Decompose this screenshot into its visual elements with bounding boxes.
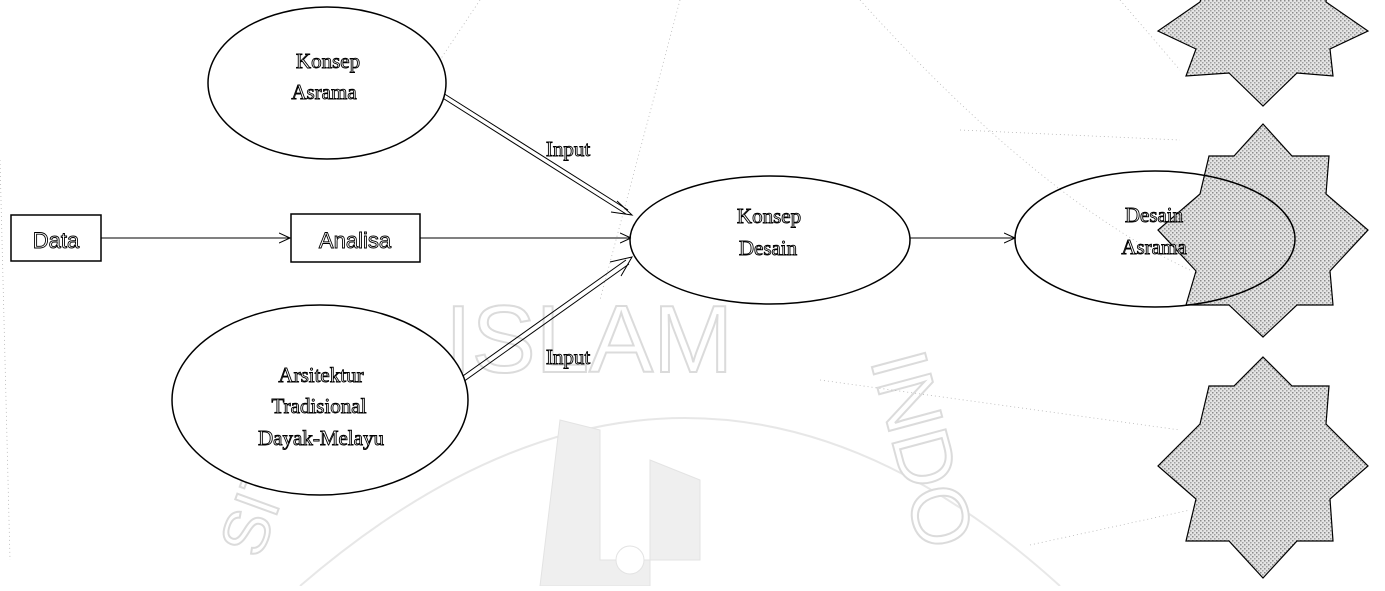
node-data-box	[10, 214, 102, 262]
connectors	[101, 92, 1015, 383]
node-desain-asrama-shape	[1014, 170, 1296, 308]
node-analisa-box	[290, 213, 421, 263]
node-konsep-asrama: Konsep Asrama	[207, 6, 447, 160]
node-desain-asrama-line-1: Desain	[1125, 203, 1184, 227]
watermark-islam-text: ISLAM	[445, 286, 733, 393]
node-data: Data	[10, 214, 102, 262]
node-konsep-desain: Konsep Desain	[629, 175, 911, 305]
node-arsitektur-line-3: Dayak-Melayu	[258, 426, 384, 450]
node-analisa: Analisa	[290, 213, 421, 263]
watermark-emblem-dot	[615, 545, 645, 575]
node-analisa-label: Analisa	[319, 228, 392, 253]
edge-label-input-top: Input	[546, 137, 590, 161]
star-shape-middle	[1157, 123, 1369, 338]
node-konsep-asrama-line-1: Konsep	[296, 49, 360, 73]
node-konsep-desain-shape	[629, 175, 911, 305]
node-arsitektur-line-1: Arsitektur	[278, 363, 363, 387]
node-konsep-asrama-shape	[207, 6, 447, 160]
node-konsep-asrama-line-2: Asrama	[291, 80, 357, 104]
guide-lines	[0, 0, 1191, 561]
node-arsitektur-line-2: Tradisional	[272, 394, 367, 418]
node-desain-asrama: Desain Asrama	[1014, 170, 1296, 308]
node-konsep-desain-line-1: Konsep	[737, 204, 801, 228]
star-shape-bottom	[1157, 356, 1369, 579]
edge-label-input-bottom: Input	[546, 345, 590, 369]
arrow-arsitektur-to-konsep-desain	[459, 256, 634, 383]
watermark-right-text: INDO	[854, 341, 992, 557]
node-data-label: Data	[33, 228, 80, 253]
node-arsitektur: Arsitektur Tradisional Dayak-Melayu	[171, 304, 469, 496]
watermark-arc	[299, 417, 1061, 587]
node-desain-asrama-line-2: Asrama	[1121, 235, 1187, 259]
star-shape-top	[1156, 0, 1370, 107]
node-arsitektur-shape	[171, 304, 469, 496]
arrow-konsep-asrama-to-konsep-desain	[440, 92, 634, 216]
node-konsep-desain-line-2: Desain	[739, 236, 798, 260]
